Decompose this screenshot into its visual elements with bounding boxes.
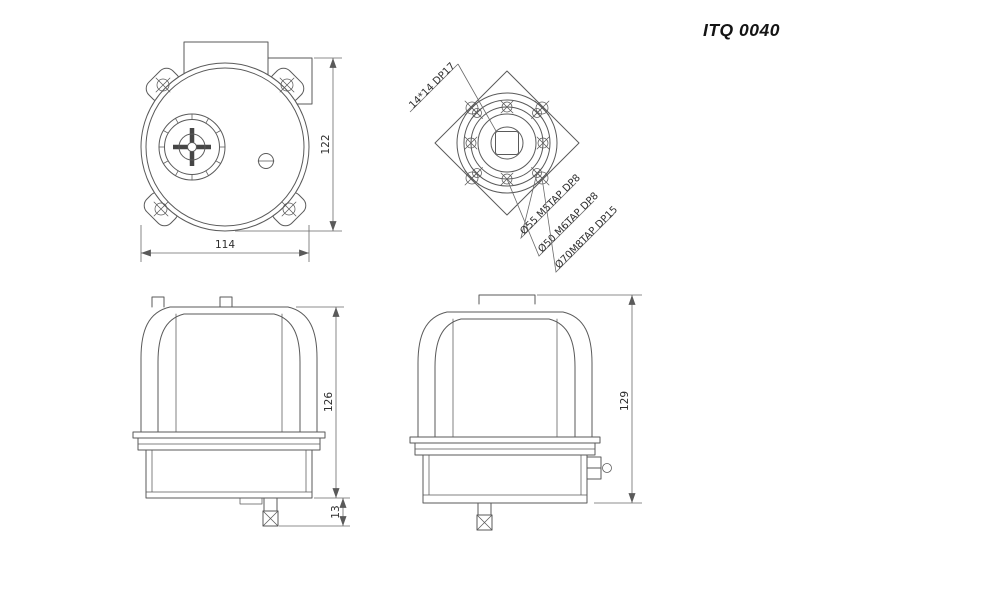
- side-base: [422, 454, 588, 504]
- label-center-hole: 14*14 DP17: [407, 61, 457, 111]
- side-flange: [409, 436, 601, 456]
- side-body-outline: [417, 311, 593, 438]
- screw-boss: [257, 153, 275, 169]
- front-shaft: [262, 497, 279, 527]
- dimension-129: 129: [537, 294, 642, 504]
- front-base: [145, 449, 313, 505]
- dim-label-129: 129: [619, 391, 631, 411]
- side-body-rib: [434, 318, 576, 438]
- view-top: 122 114: [140, 41, 342, 262]
- mounting-diamond: [434, 70, 580, 216]
- view-front: 126 13: [132, 296, 350, 527]
- front-body-inner-lines: [175, 313, 283, 433]
- view-bottom-mounting: 14*14 DP17 Ø55 M5TAP DP8 Ø50 M6TAP DP8 Ø…: [407, 61, 620, 273]
- center-square-hole: [495, 131, 519, 155]
- dial-hub-ring: [178, 133, 206, 161]
- front-flange: [132, 431, 326, 451]
- dial-tick-marks: [158, 113, 226, 181]
- view-side: 129: [409, 294, 642, 531]
- dimension-114: 114: [140, 225, 310, 262]
- front-body-rib: [157, 313, 301, 433]
- dimension-13: 13: [279, 498, 350, 527]
- conduit-entry: [586, 456, 612, 480]
- drawing-title: ITQ 0040: [703, 20, 780, 40]
- indicator-dial: [158, 113, 226, 181]
- actuator-body-inner-rim: [145, 67, 305, 227]
- bolt-holes-m5: [471, 107, 543, 179]
- dimension-126: 126: [296, 306, 350, 499]
- side-body-inner-lines: [452, 318, 558, 438]
- top-tab: [478, 294, 536, 305]
- side-shaft: [476, 502, 493, 531]
- front-body-outline: [140, 306, 318, 433]
- callout-bolt-circle-70: Ø70M8TAP DP15: [541, 177, 620, 273]
- label-bolt-circle-70: Ø70M8TAP DP15: [553, 204, 620, 271]
- dim-label-13: 13: [330, 505, 342, 518]
- top-tabs: [151, 296, 233, 308]
- dial-center: [187, 142, 197, 152]
- dimension-122: 122: [235, 57, 342, 232]
- dim-label-126: 126: [323, 392, 335, 412]
- dim-label-114: 114: [215, 239, 235, 251]
- dim-label-122: 122: [320, 134, 332, 154]
